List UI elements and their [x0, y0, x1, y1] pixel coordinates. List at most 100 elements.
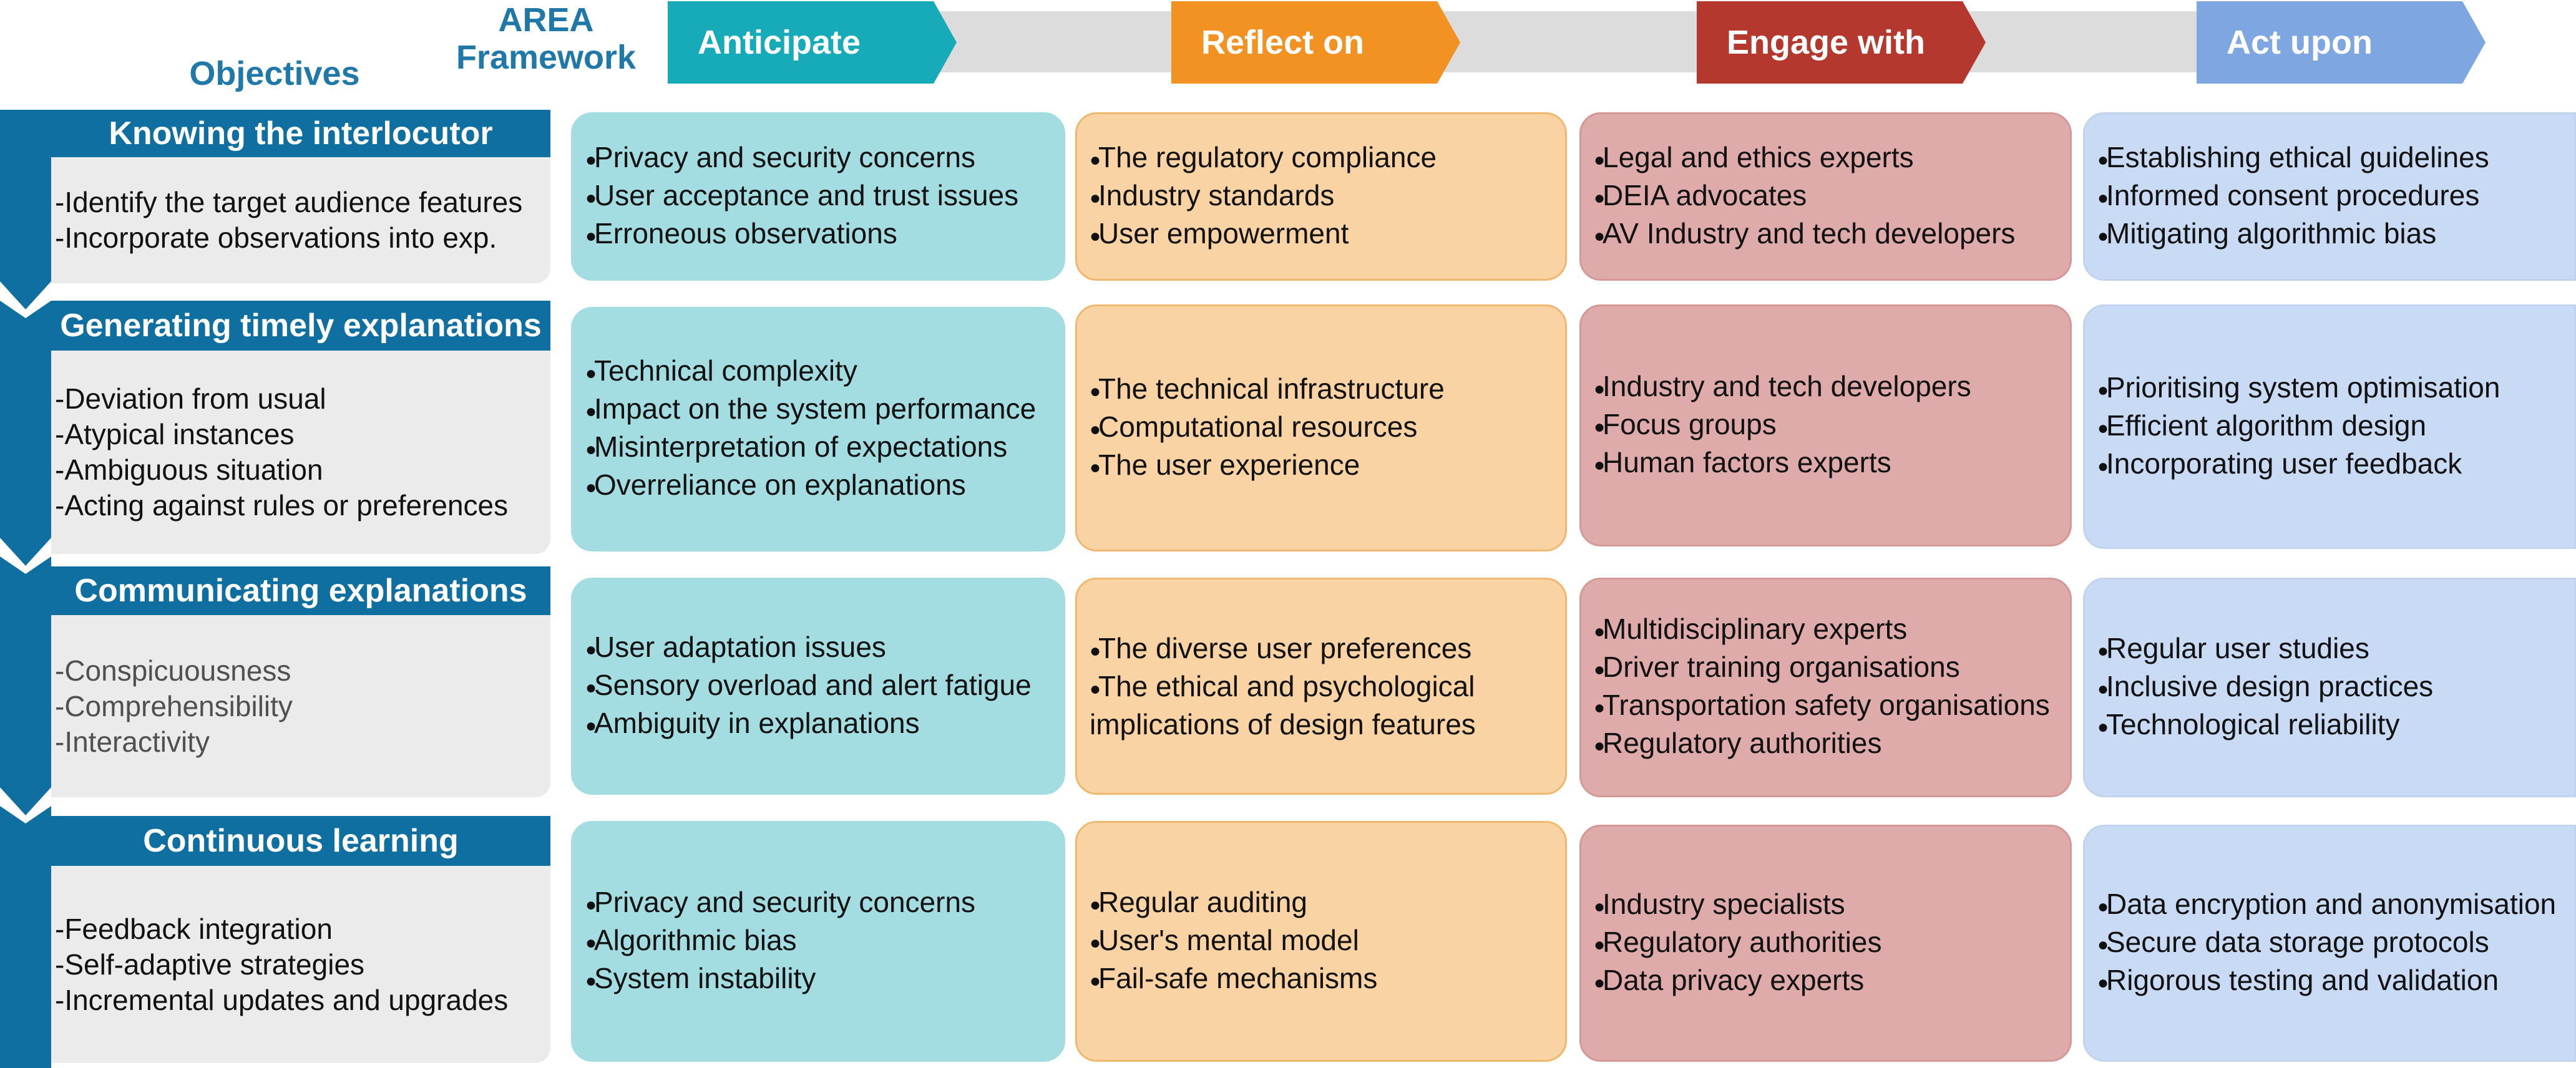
- bullet-icon: ●: [585, 894, 597, 915]
- bullet-icon: ●: [1090, 225, 1101, 246]
- bullet-icon: ●: [2097, 149, 2109, 170]
- bullet-icon: ●: [585, 187, 597, 208]
- bullet-icon: ●: [2097, 678, 2109, 699]
- list-item: ●Legal and ethics experts: [1594, 140, 2064, 178]
- list-item: ●Technological reliability: [2097, 707, 2568, 745]
- stage-arrow-act: Act upon: [2197, 1, 2486, 84]
- cell-reflect: ●Regular auditing ●User's mental model ●…: [1075, 821, 1567, 1062]
- bullet-icon: ●: [1090, 970, 1101, 991]
- objective-details: -Deviation from usual -Atypical instance…: [51, 351, 550, 554]
- area-heading-line2: Framework: [456, 39, 637, 77]
- list-item: ●Focus groups: [1594, 407, 2064, 445]
- cell-anticipate: ●User adaptation issues ●Sensory overloa…: [571, 578, 1065, 795]
- bullet-icon: ●: [1594, 378, 1606, 399]
- area-heading-line1: AREA: [498, 1, 594, 39]
- bullet-icon: ●: [585, 677, 597, 698]
- bullet-icon: ●: [2097, 417, 2109, 439]
- bullet-icon: ●: [1090, 932, 1101, 953]
- objective-chevron-strip: [0, 556, 51, 815]
- objective-detail: -Conspicuousness: [55, 654, 291, 687]
- list-item: ●Efficient algorithm design: [2097, 408, 2568, 446]
- list-item: ●Regulatory authorities: [1594, 925, 2064, 963]
- objective-title: Generating timely explanations: [51, 301, 550, 351]
- arrow-shape: [2197, 1, 2486, 84]
- list-item: ●Prioritising system optimisation: [2097, 370, 2568, 408]
- list-item: ●Sensory overload and alert fatigue: [585, 668, 1057, 706]
- list-item: ●Regular user studies: [2097, 631, 2568, 669]
- objective-detail: -Atypical instances: [55, 418, 295, 450]
- list-item: ●Erroneous observations: [585, 216, 1057, 254]
- objective-details: -Identify the target audience features -…: [51, 157, 550, 283]
- bullet-icon: ●: [1090, 187, 1101, 208]
- list-item: ●Computational resources: [1090, 409, 1559, 447]
- cell-engage: ●Legal and ethics experts ●DEIA advocate…: [1579, 112, 2072, 281]
- objective-details: -Feedback integration -Self-adaptive str…: [51, 866, 550, 1063]
- objectives-heading: Objectives: [189, 55, 360, 92]
- list-item: ●Ambiguity in explanations: [585, 706, 1057, 744]
- bullet-icon: ●: [585, 477, 597, 498]
- stage-label-act: Act upon: [2227, 24, 2373, 61]
- cell-act: ●Establishing ethical guidelines ●Inform…: [2083, 112, 2576, 281]
- list-item: ●Industry specialists: [1594, 886, 2064, 925]
- area-framework-heading: AREA Framework: [431, 1, 661, 77]
- bullet-icon: ●: [2097, 379, 2109, 400]
- objective-title: Knowing the interlocutor: [51, 110, 550, 157]
- cell-engage: ●Industry and tech developers ●Focus gro…: [1579, 304, 2072, 546]
- objective-title: Continuous learning: [51, 816, 550, 866]
- bullet-icon: ●: [1594, 896, 1606, 917]
- bullet-icon: ●: [585, 932, 597, 953]
- bullet-icon: ●: [1090, 894, 1101, 915]
- bullet-icon: ●: [2097, 225, 2109, 246]
- bullet-icon: ●: [2097, 716, 2109, 737]
- cell-reflect: ●The diverse user preferences ●The ethic…: [1075, 578, 1567, 795]
- list-item: ●Human factors experts: [1594, 445, 2064, 483]
- list-item: ●Inclusive design practices: [2097, 669, 2568, 707]
- list-item: ●Misinterpretation of expectations: [585, 429, 1057, 467]
- list-item: ●Industry standards: [1090, 178, 1559, 216]
- list-item: ●Driver training organisations: [1594, 649, 2064, 687]
- list-item: ●DEIA advocates: [1594, 178, 2064, 216]
- list-item: ●Rigorous testing and validation: [2097, 963, 2568, 1001]
- list-item: ●Data encryption and anonymisation: [2097, 886, 2568, 925]
- list-item: ●The ethical and psychological: [1090, 669, 1559, 707]
- list-item-continuation: implications of design features: [1090, 707, 1476, 740]
- stage-arrow-reflect: Reflect on: [1171, 1, 1460, 84]
- list-item: ●Mitigating algorithmic bias: [2097, 216, 2568, 254]
- bullet-icon: ●: [585, 225, 597, 246]
- list-item: ●Algorithmic bias: [585, 923, 1057, 961]
- list-item: ●Technical complexity: [585, 353, 1057, 391]
- list-item: ●Incorporating user feedback: [2097, 446, 2568, 484]
- list-item: ●Privacy and security concerns: [585, 885, 1057, 923]
- list-item: ●Regulatory authorities: [1594, 726, 2064, 764]
- objective-detail: -Interactivity: [55, 725, 210, 758]
- list-item: ●Regular auditing: [1090, 885, 1559, 923]
- list-item: ●Privacy and security concerns: [585, 140, 1057, 178]
- bullet-icon: ●: [2097, 640, 2109, 661]
- cell-act: ●Regular user studies ●Inclusive design …: [2083, 578, 2576, 797]
- list-item: ●Establishing ethical guidelines: [2097, 140, 2568, 178]
- bullet-icon: ●: [585, 639, 597, 660]
- bullet-icon: ●: [1594, 149, 1606, 170]
- list-item: ●Transportation safety organisations: [1594, 687, 2064, 726]
- bullet-icon: ●: [585, 715, 597, 736]
- objective-detail: -Self-adaptive strategies: [55, 948, 365, 981]
- bullet-icon: ●: [2097, 934, 2109, 955]
- objective-chevron-strip: [0, 110, 51, 309]
- bullet-icon: ●: [1594, 225, 1606, 246]
- list-item: ●The user experience: [1090, 447, 1559, 485]
- objective-detail: -Feedback integration: [55, 912, 333, 945]
- list-item: ●AV Industry and tech developers: [1594, 216, 2064, 254]
- list-item: ●The diverse user preferences: [1090, 631, 1559, 669]
- objective-detail: -Identify the target audience features: [55, 186, 523, 218]
- bullet-icon: ●: [585, 401, 597, 422]
- bullet-icon: ●: [2097, 187, 2109, 208]
- bullet-icon: ●: [1090, 149, 1101, 170]
- objective-detail: -Comprehensibility: [55, 689, 293, 722]
- list-item: ●Industry and tech developers: [1594, 369, 2064, 407]
- cell-anticipate: ●Privacy and security concerns ●Algorith…: [571, 821, 1065, 1062]
- bullet-icon: ●: [1090, 640, 1101, 661]
- cell-act: ●Data encryption and anonymisation ●Secu…: [2083, 825, 2576, 1062]
- bullet-icon: ●: [1090, 678, 1101, 699]
- list-item: ●Fail-safe mechanisms: [1090, 961, 1559, 999]
- stage-label-anticipate: Anticipate: [698, 24, 861, 61]
